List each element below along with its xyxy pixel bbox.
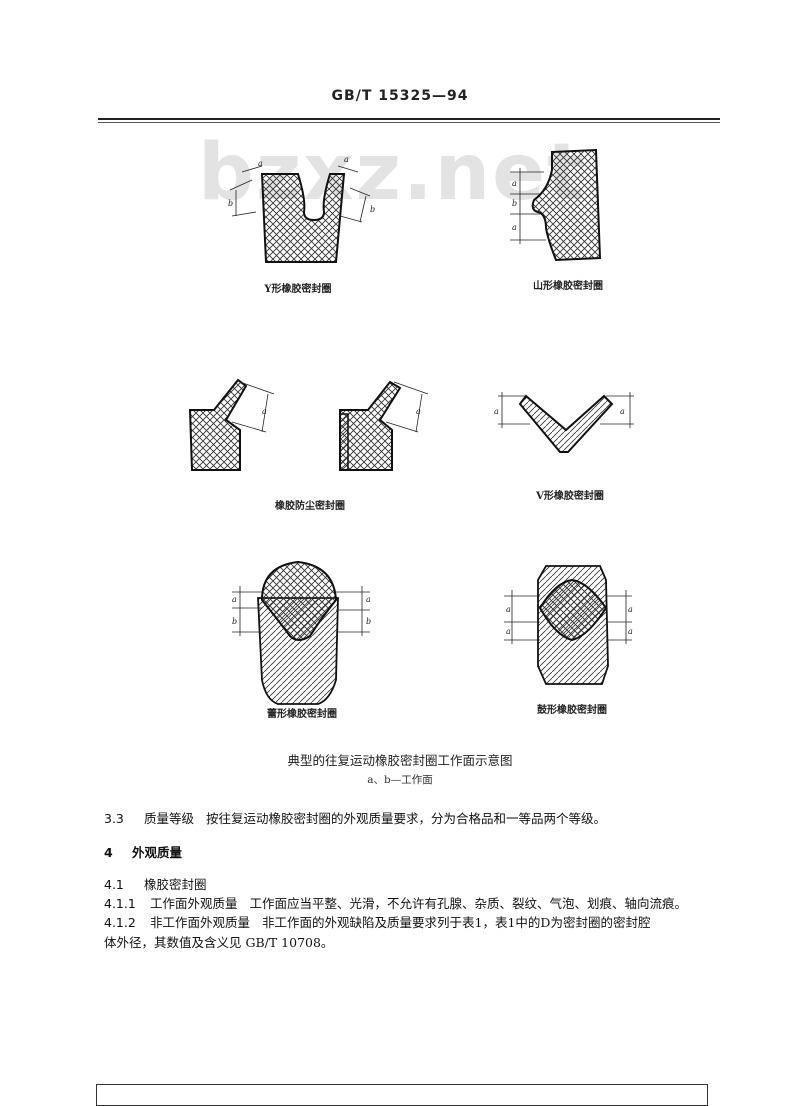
header-rule: [98, 118, 720, 120]
section-4-1-2: 4.1.2 非工作面外观质量非工作面的外观缺陷及质量要求列于表1，表1中的D为密封…: [104, 914, 724, 932]
figure-caption-dust-seal: 橡胶防尘密封圈: [275, 501, 345, 512]
section-4-1: 4.1 橡胶密封圈: [104, 876, 724, 894]
fig6-label-a1: a: [506, 605, 511, 614]
fig5-label-b1: b: [232, 617, 237, 626]
section-heading: 质量等级: [144, 811, 195, 826]
drum-seal-diagram: [504, 565, 632, 685]
fig1-label-a2: a: [344, 155, 349, 164]
section-heading: 非工作面外观质量: [150, 915, 251, 930]
table-top-border: [96, 1084, 708, 1106]
section-text: 体外径，其数值及含义见 GB/T 10708。: [104, 935, 334, 950]
section-number: 3.3: [104, 811, 124, 826]
fig5-label-a1: a: [232, 595, 237, 604]
fig1-label-b1: b: [228, 199, 233, 208]
figure-caption-v-seal: V形橡胶密封圈: [536, 491, 604, 502]
fig2-label-a1: a: [512, 179, 517, 188]
fig6-label-a3: a: [628, 605, 633, 614]
fig1-label-a1: a: [258, 159, 263, 168]
section-heading: 工作面外观质量: [150, 896, 238, 911]
fig2-label-a2: a: [512, 223, 517, 232]
section-number: 4.1.1: [104, 896, 136, 911]
fig3-label-a2: a: [416, 407, 421, 416]
fig3-label-a1: a: [262, 407, 267, 416]
fig4-label-a1: a: [494, 407, 499, 416]
section-4-1-2-continued: 体外径，其数值及含义见 GB/T 10708。: [104, 934, 724, 952]
mountain-seal-diagram: [510, 148, 602, 262]
figure-caption-y-seal: Y形橡胶密封圈: [264, 284, 332, 295]
fig5-label-b2: b: [366, 617, 371, 626]
section-4: 4 外观质量: [104, 844, 724, 862]
figure-caption-bud-seal: 蕾形橡胶密封圈: [267, 709, 337, 720]
section-heading: 橡胶密封圈: [144, 877, 207, 892]
figure-caption-drum-seal: 鼓形橡胶密封圈: [537, 705, 607, 716]
fig5-label-a2: a: [366, 595, 371, 604]
section-3-3: 3.3 质量等级按往复运动橡胶密封圈的外观质量要求，分为合格品和一等品两个等级。: [104, 810, 724, 828]
header-rule-thin: [98, 122, 720, 123]
figure-caption-mountain-seal: 山形橡胶密封圈: [533, 281, 603, 292]
section-number: 4: [104, 845, 113, 860]
section-number: 4.1: [104, 877, 124, 892]
y-seal-diagram: [229, 165, 371, 263]
section-number: 4.1.2: [104, 915, 136, 930]
figure-subtitle: a、b—工作面: [367, 774, 433, 786]
v-seal-diagram: [498, 392, 634, 453]
section-text: 按往复运动橡胶密封圈的外观质量要求，分为合格品和一等品两个等级。: [206, 811, 607, 826]
dust-seal-diagram: [188, 378, 429, 471]
fig6-label-a4: a: [628, 627, 633, 636]
figure-title: 典型的往复运动橡胶密封圈工作面示意图: [287, 753, 513, 768]
fig2-label-b: b: [512, 199, 517, 208]
section-text: 非工作面的外观缺陷及质量要求列于表1，表1中的D为密封圈的密封腔: [262, 915, 651, 930]
page-header: GB/T 15325—94: [331, 88, 469, 104]
section-4-1-1: 4.1.1 工作面外观质量工作面应当平整、光滑，不允许有孔腺、杂质、裂纹、气泡、划…: [104, 895, 724, 913]
section-heading: 外观质量: [132, 845, 183, 860]
fig6-label-a2: a: [506, 627, 511, 636]
fig1-label-b2: b: [370, 205, 375, 214]
section-text: 工作面应当平整、光滑，不允许有孔腺、杂质、裂纹、气泡、划痕、轴向流痕。: [249, 896, 688, 911]
bud-seal-diagram: [232, 560, 370, 705]
fig4-label-a2: a: [620, 407, 625, 416]
